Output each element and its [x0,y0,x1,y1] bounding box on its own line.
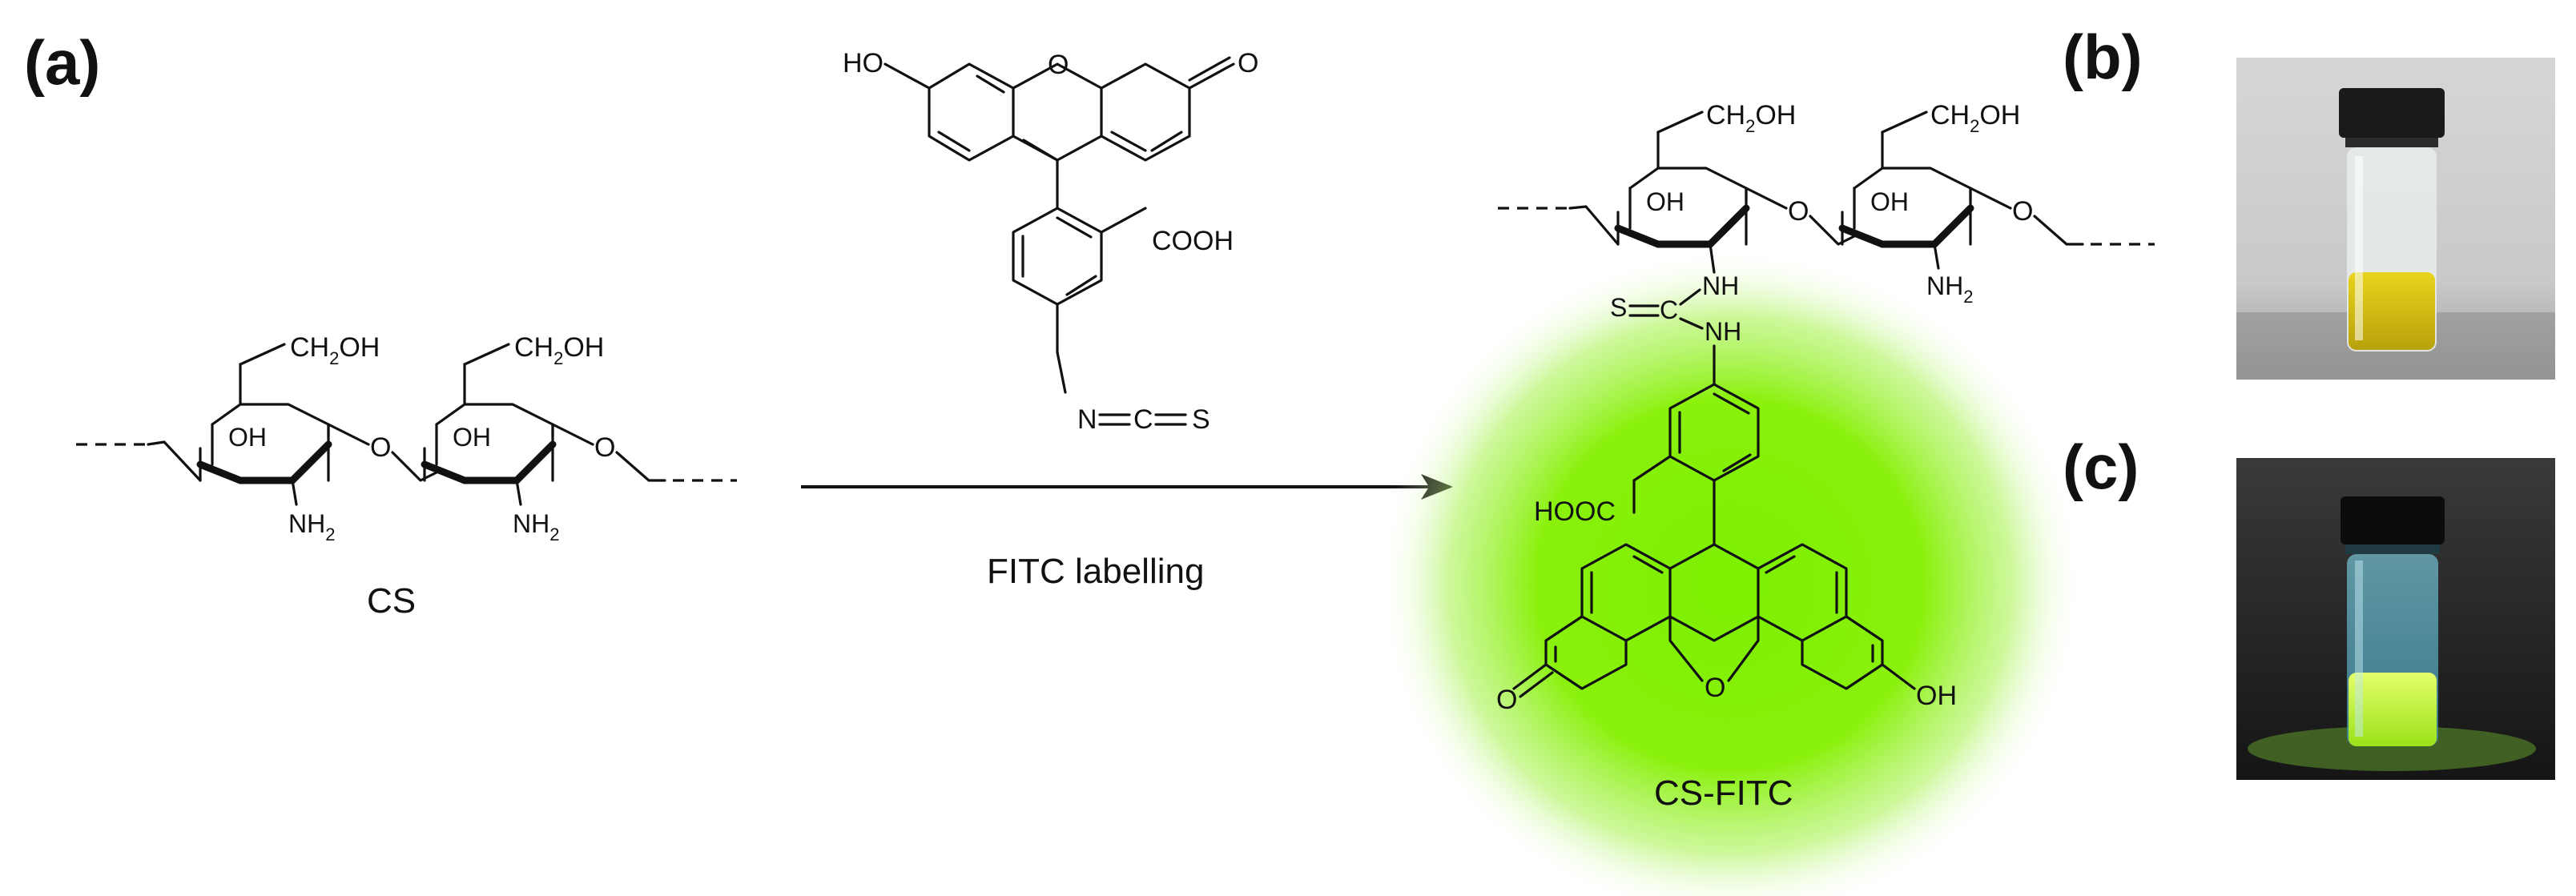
csfitc-c: C [1660,295,1678,324]
fitc-keto-o: O [1238,48,1258,78]
csfitc-nh-top: NH [1702,271,1739,300]
csfitc-nh-bottom: NH [1705,317,1741,346]
cs-oh-2: OH [453,423,491,452]
csfitc-ring-o: O [1705,673,1725,703]
cs-end-o: O [594,432,615,463]
arrow-label: FITC labelling [987,552,1204,591]
fitc-cooh: COOH [1152,226,1234,256]
fitc-structure: HO O O COOH N C S [843,48,1258,435]
cs-bridge-o: O [370,432,391,463]
csfitc-ch2oh-2: CH2OH [1930,100,2020,136]
csfitc-keto-o: O [1496,685,1517,715]
cs-ch2oh-1: CH2OH [290,332,380,368]
vial-photo-ambient [2236,58,2555,380]
cs-fitc-caption: CS-FITC [1654,773,1793,813]
cs-nh2-1: NH2 [288,509,335,544]
csfitc-oh-2: OH [1870,187,1909,216]
fitc-ho: HO [843,48,883,78]
cs-caption: CS [367,581,416,621]
cs-fitc-structure: CH2OH OH NH O CH2OH OH NH2 O S C NH [1496,100,2155,715]
panel-label-a: (a) [24,27,100,98]
panel-label-b: (b) [2063,22,2143,92]
cs-nh2-2: NH2 [513,509,559,544]
panel-label-c: (c) [2063,432,2139,502]
fitc-c: C [1133,404,1153,435]
csfitc-hooc: HOOC [1534,496,1616,527]
cs-ch2oh-2: CH2OH [514,332,604,368]
cs-oh-1: OH [228,423,267,452]
csfitc-oh-1: OH [1646,187,1684,216]
vial-photo-uv [2236,458,2555,780]
csfitc-bridge-o: O [1788,196,1809,227]
fluorescence-glow [1378,248,2083,896]
csfitc-oh-phenol: OH [1916,681,1957,711]
cs-structure: CH2OH OH NH2 O CH2OH OH NH2 O [76,332,737,544]
csfitc-nh2: NH2 [1926,271,1973,307]
fitc-s: S [1192,404,1210,435]
csfitc-end-o: O [2012,196,2033,227]
csfitc-ch2oh-1: CH2OH [1706,100,1796,136]
fitc-ring-o: O [1048,50,1069,80]
csfitc-s: S [1610,293,1627,322]
fitc-n: N [1077,404,1097,435]
